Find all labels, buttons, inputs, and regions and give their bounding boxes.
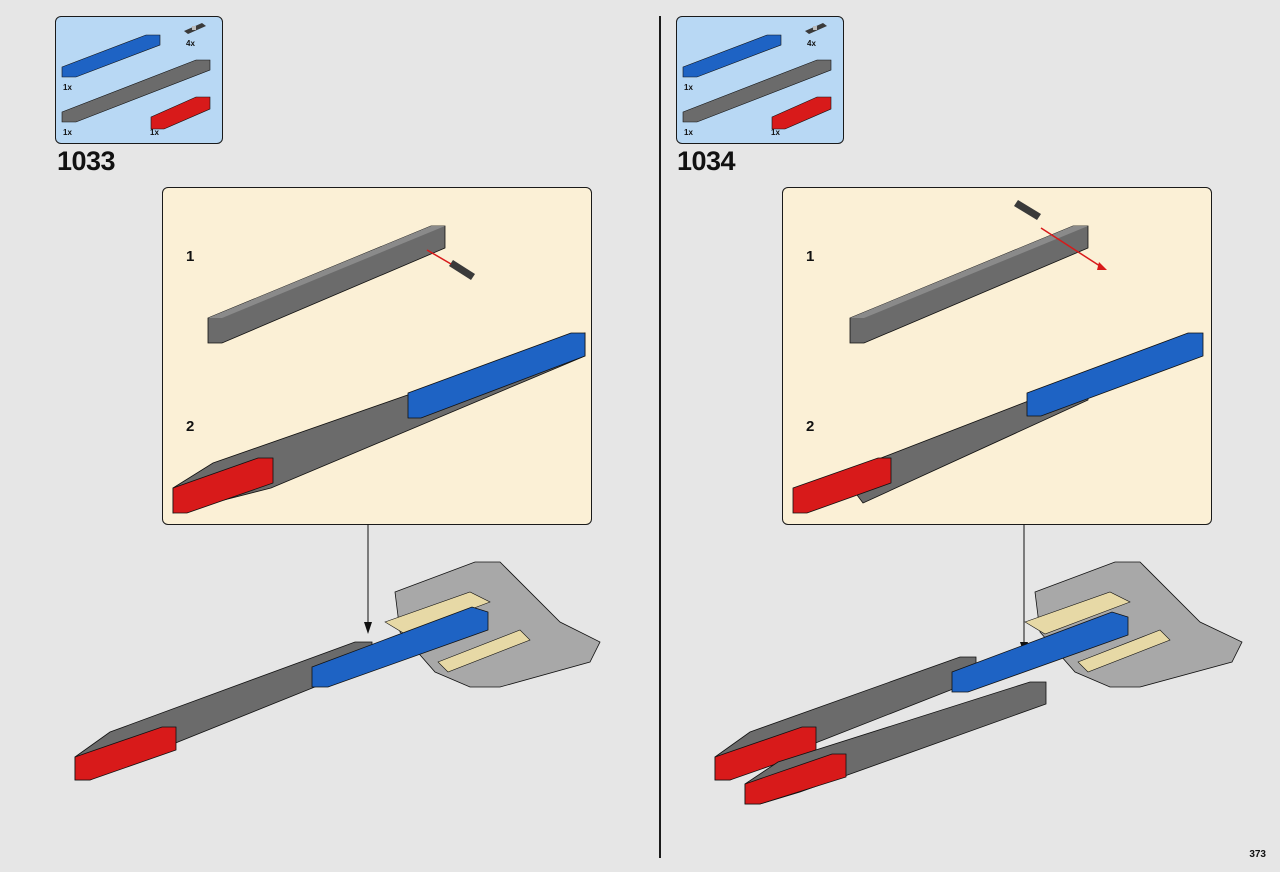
grey-beam-part xyxy=(61,59,211,123)
grey-beam-part xyxy=(682,59,832,123)
qty-blue: 1x xyxy=(63,83,72,92)
pin xyxy=(1014,200,1107,270)
qty-grey: 1x xyxy=(684,128,693,137)
blue-beam-part xyxy=(682,34,782,78)
model-body xyxy=(74,561,601,781)
blue-beam-part xyxy=(61,34,161,78)
callout-1033: 1 2 xyxy=(162,187,592,525)
step-number-1034: 1034 xyxy=(677,146,736,176)
substep-2: 2 xyxy=(806,418,815,435)
parts-list-1034: 1x 1x 1x 4x xyxy=(676,16,844,144)
page-number: 373 xyxy=(1249,849,1266,860)
pin xyxy=(426,249,475,280)
pin-part xyxy=(805,23,827,34)
model-illustration-1033 xyxy=(74,524,601,781)
qty-red: 1x xyxy=(150,128,159,137)
step-number-1033: 1033 xyxy=(57,146,116,176)
parts-list-1033: 1x 1x 1x 4x xyxy=(55,16,223,144)
grey-beam xyxy=(207,225,446,344)
qty-red: 1x xyxy=(771,128,780,137)
callout-illustration-1033 xyxy=(172,225,586,514)
assembled-beams xyxy=(792,332,1204,514)
grey-beam xyxy=(849,225,1089,344)
substep-1: 1 xyxy=(186,248,195,265)
assembled-beams xyxy=(172,332,586,514)
red-beam-part xyxy=(771,96,832,130)
callout-1034: 1 2 xyxy=(782,187,1212,525)
substep-1: 1 xyxy=(806,248,815,265)
model-body xyxy=(714,561,1243,805)
pin-part xyxy=(184,23,206,34)
red-beam-part xyxy=(150,96,211,130)
qty-blue: 1x xyxy=(684,83,693,92)
parts-illustration-1034 xyxy=(682,23,832,130)
substep-2: 2 xyxy=(186,418,195,435)
model-illustration-1034 xyxy=(714,524,1243,805)
parts-illustration-1033 xyxy=(61,23,211,130)
page-divider xyxy=(659,16,661,858)
qty-pin: 4x xyxy=(186,39,195,48)
qty-pin: 4x xyxy=(807,39,816,48)
callout-illustration-1034 xyxy=(792,200,1204,514)
qty-grey: 1x xyxy=(63,128,72,137)
